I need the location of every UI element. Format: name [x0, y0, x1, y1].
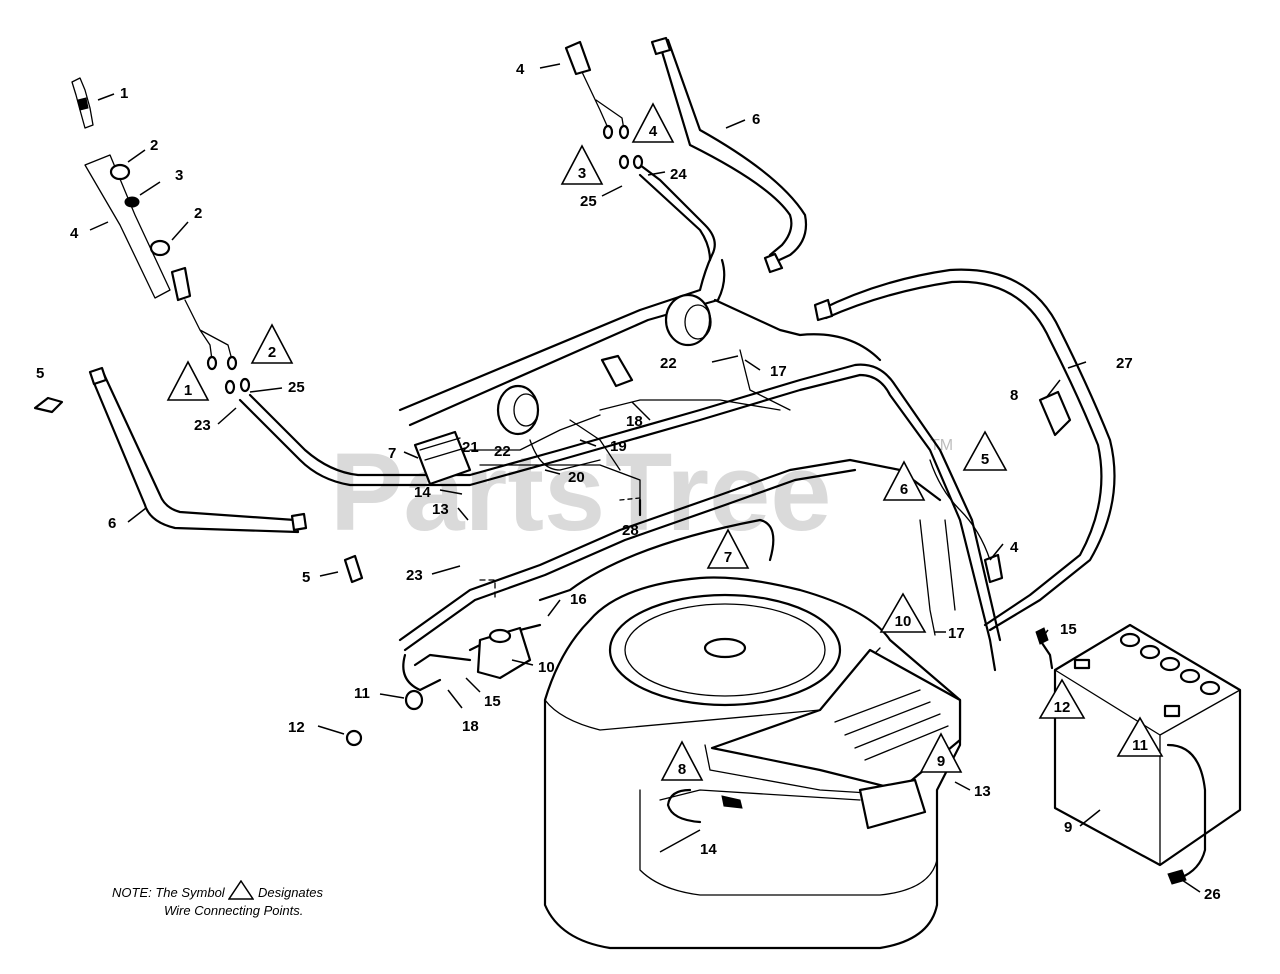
harness-wires: [88, 36, 1116, 692]
connection-point-6: 6: [882, 460, 926, 501]
connection-point-markers: 1 2 3 4 5 6 7 8: [166, 102, 1164, 781]
watermark-tm: TM: [930, 437, 953, 454]
connection-point-10: 10: [879, 592, 927, 633]
callout-28: 28: [622, 522, 639, 539]
callout-4: 4: [516, 61, 525, 78]
callout-21: 21: [462, 439, 479, 456]
svg-text:12: 12: [1054, 699, 1071, 716]
connection-point-9: 9: [919, 732, 963, 773]
callout-27: 27: [1116, 355, 1133, 372]
note-suffix: Designates: [257, 885, 323, 900]
callout-23: 23: [406, 567, 423, 584]
watermark: PartsTree TM: [330, 431, 953, 554]
svg-text:5: 5: [981, 451, 989, 468]
connection-point-4: 4: [631, 102, 675, 143]
callout-23: 23: [194, 417, 211, 434]
callout-22: 22: [660, 355, 677, 372]
callout-24: 24: [670, 166, 687, 183]
connection-point-8: 8: [660, 740, 704, 781]
triangle-symbol-icon: [228, 880, 255, 900]
svg-text:9: 9: [937, 753, 945, 770]
connection-point-2: 2: [250, 323, 294, 364]
callout-2: 2: [194, 205, 202, 222]
engine: [543, 576, 962, 950]
connection-point-7: 7: [706, 528, 750, 569]
svg-text:7: 7: [724, 549, 732, 566]
connection-point-5: 5: [962, 430, 1008, 471]
svg-text:11: 11: [1132, 737, 1148, 754]
callout-17: 17: [770, 363, 787, 380]
callout-22: 22: [494, 443, 511, 460]
callout-7: 7: [388, 445, 396, 462]
callout-15: 15: [484, 693, 501, 710]
callout-4: 4: [70, 225, 79, 242]
callout-6: 6: [752, 111, 760, 128]
callout-5: 5: [302, 569, 310, 586]
note: NOTE: The Symbol Designates Wire Connect…: [112, 880, 323, 920]
connection-point-3: 3: [560, 144, 604, 185]
callout-25: 25: [288, 379, 305, 396]
svg-text:1: 1: [184, 382, 192, 399]
connection-point-12: 12: [1038, 678, 1086, 719]
callout-2: 2: [150, 137, 158, 154]
callout-numbers: 1 2 3 2 4 4 6 24 25 25 23 5 6 5 8 27 22 …: [36, 61, 1221, 903]
callout-1: 1: [120, 85, 128, 102]
callout-25: 25: [580, 193, 597, 210]
callout-16: 16: [570, 591, 587, 608]
callout-8: 8: [1010, 387, 1018, 404]
callout-5: 5: [36, 365, 44, 382]
callout-14: 14: [414, 484, 431, 501]
callout-4: 4: [1010, 539, 1019, 556]
callout-12: 12: [288, 719, 305, 736]
svg-text:2: 2: [268, 344, 276, 361]
callout-18: 18: [626, 413, 643, 430]
leader-lines: [89, 63, 1201, 893]
callout-14: 14: [700, 841, 717, 858]
callout-20: 20: [568, 469, 585, 486]
svg-text:8: 8: [678, 761, 686, 778]
callout-11: 11: [354, 685, 370, 702]
callout-18: 18: [462, 718, 479, 735]
callout-9: 9: [1064, 819, 1072, 836]
small-parts: [33, 40, 1072, 747]
callout-19: 19: [610, 438, 627, 455]
callout-10: 10: [538, 659, 555, 676]
callout-15: 15: [1060, 621, 1077, 638]
note-prefix: NOTE: The Symbol: [112, 885, 225, 900]
connection-point-1: 1: [166, 360, 210, 401]
callout-26: 26: [1204, 886, 1221, 903]
note-line2: Wire Connecting Points.: [164, 903, 304, 918]
svg-text:6: 6: [900, 481, 908, 498]
watermark-text: PartsTree: [330, 431, 831, 554]
connection-point-11: 11: [1116, 716, 1164, 757]
svg-text:4: 4: [649, 123, 658, 140]
callout-17: 17: [948, 625, 965, 642]
callout-3: 3: [175, 167, 183, 184]
callout-13: 13: [432, 501, 449, 518]
callout-6: 6: [108, 515, 116, 532]
callout-13: 13: [974, 783, 991, 800]
svg-text:3: 3: [578, 165, 586, 182]
svg-text:10: 10: [895, 613, 912, 630]
